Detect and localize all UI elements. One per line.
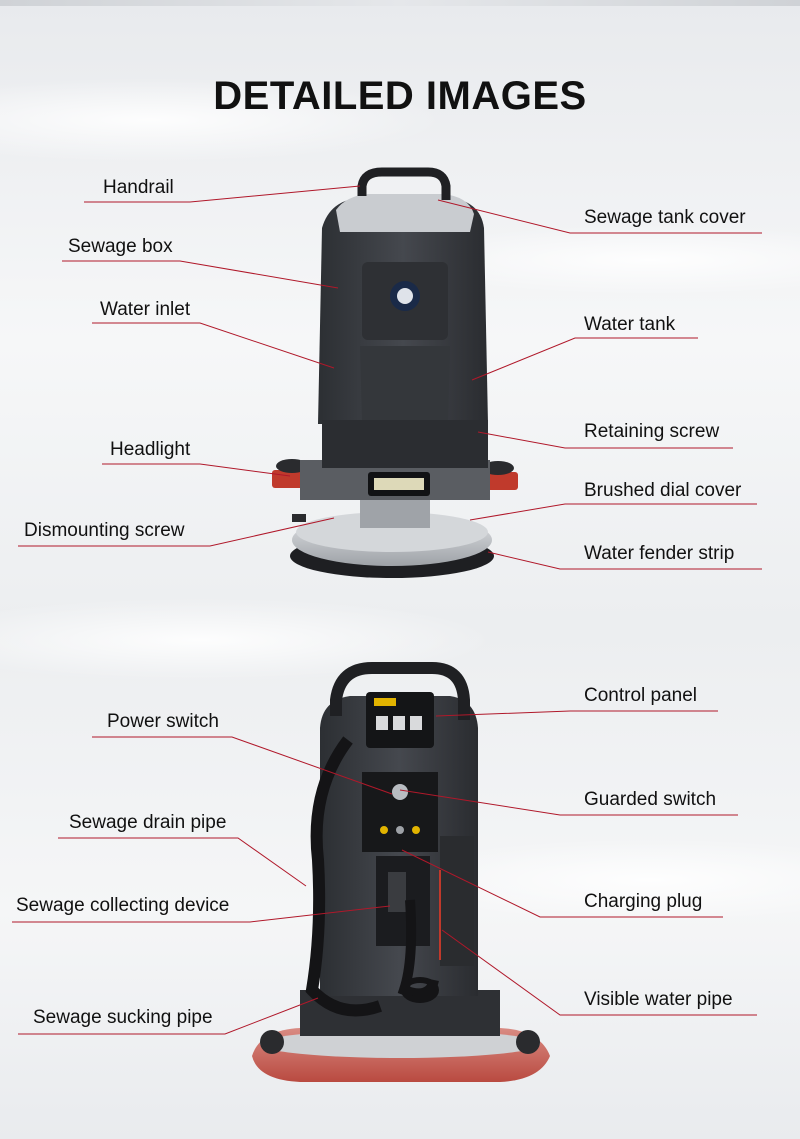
label-headlight: Headlight xyxy=(110,439,191,460)
label-guarded-switch: Guarded switch xyxy=(584,789,717,810)
rear-machine xyxy=(252,662,550,1082)
label-sewage-box: Sewage box xyxy=(68,236,173,257)
label-retaining-screw: Retaining screw xyxy=(584,421,720,442)
front-machine xyxy=(272,167,518,578)
label-handrail: Handrail xyxy=(103,177,174,198)
label-water-inlet: Water inlet xyxy=(100,299,191,320)
top-bar xyxy=(0,0,800,6)
label-visible-water-pipe: Visible water pipe xyxy=(584,989,733,1010)
label-water-tank: Water tank xyxy=(584,314,676,335)
label-sewage-tank-cover: Sewage tank cover xyxy=(584,207,746,228)
page-title: DETAILED IMAGES xyxy=(213,74,587,118)
label-sewage-collecting-device: Sewage collecting device xyxy=(16,895,230,916)
label-control-panel: Control panel xyxy=(584,685,698,706)
label-dismounting-screw: Dismounting screw xyxy=(24,520,185,541)
label-water-fender-strip: Water fender strip xyxy=(584,543,735,564)
label-brushed-dial-cover: Brushed dial cover xyxy=(584,480,742,501)
leader-lines xyxy=(12,185,762,1035)
label-sewage-sucking-pipe: Sewage sucking pipe xyxy=(33,1007,213,1028)
label-sewage-drain-pipe: Sewage drain pipe xyxy=(69,812,227,833)
label-charging-plug: Charging plug xyxy=(584,891,703,912)
label-power-switch: Power switch xyxy=(107,711,219,732)
